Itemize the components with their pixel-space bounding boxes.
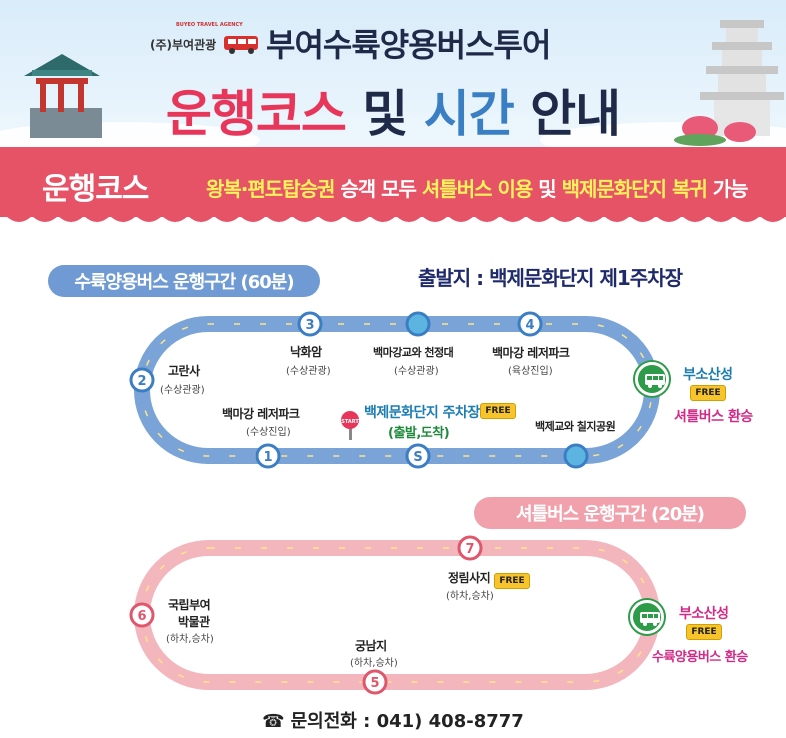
stop-marker-1: 1 [255, 443, 281, 469]
phone-icon: ☎ [262, 711, 285, 732]
company-name: (주)부여관광 [150, 37, 217, 52]
banner-text-part2: 승객 모두 [334, 177, 422, 201]
banner-text-part3: 셔틀버스 이용 [421, 177, 533, 201]
svg-text:3: 3 [305, 318, 314, 333]
stop-name-bridge: 백제교와 칠지공원 [535, 420, 616, 433]
bus-icon [635, 362, 669, 396]
busan-name-shuttle: 부소산성 [679, 606, 729, 622]
svg-text:2: 2 [137, 374, 146, 389]
stop-marker-6: 6 [129, 602, 155, 628]
main-title-part3: 시간 [423, 85, 515, 143]
free-badge: FREE [494, 573, 530, 589]
stop-sub-mid: (수상관광) [394, 366, 439, 377]
course-banner [0, 147, 786, 217]
svg-text:6: 6 [137, 609, 146, 624]
bus-icon [630, 600, 664, 634]
header-decoration [0, 20, 786, 150]
contact-label: 문의전화 : [290, 711, 371, 732]
header-title: 부여수륙양용버스투어 [266, 26, 551, 64]
stop-sub-2: (수상관광) [160, 385, 205, 396]
stop-marker-bridge [563, 443, 589, 469]
busan-transfer-shuttle: 수륙양용버스 환승 [652, 650, 748, 665]
main-title-part4: 안내 [530, 85, 621, 143]
stop-marker-start: S [405, 443, 431, 469]
contact-number[interactable]: 041) 408-8777 [376, 711, 524, 732]
banner-text-part5: 백제문화단지 복귀 [561, 177, 708, 201]
stop-name-1: 백마강 레저파크 [222, 407, 300, 421]
header: BUYEO TRAVEL AGENCY (주)부여관광 부여수륙양용버스투어 운… [0, 0, 786, 150]
contact-line: ☎문의전화 : 041) 408-8777 [0, 707, 786, 733]
stop-marker-mid [405, 311, 431, 337]
stop-marker-5: 5 [362, 669, 388, 695]
stop-name-mid: 백마강교와 천정대 [373, 346, 454, 359]
svg-text:5: 5 [370, 676, 379, 691]
start-sign-icon: START [341, 411, 359, 440]
lotus-icon [674, 116, 756, 146]
stop-sub-6: (하차,승차) [166, 634, 214, 645]
busan-name-amphibious: 부소산성 [683, 367, 733, 383]
free-badge: FREE [686, 624, 722, 640]
banner-text-part1: 왕복·편도탑승권 [206, 177, 335, 201]
stop-name-4: 백마강 레저파크 [492, 346, 570, 360]
bus-logo-icon [224, 36, 259, 54]
main-title: 운행코스 및 시간 안내 [0, 74, 786, 146]
company-tagline: BUYEO TRAVEL AGENCY [176, 22, 243, 28]
stop-sub-start: (출발,도착) [388, 426, 450, 441]
shuttle-route-pill: 셔틀버스 운행구간 (20분) [474, 497, 746, 529]
stop-sub-4: (육상진입) [508, 366, 553, 377]
departure-label: 출발지 : 백제문화단지 제1주차장 [418, 266, 683, 290]
amphibious-route-pill: 수륙양용버스 운행구간 (60분) [48, 265, 320, 297]
stop-name-5: 궁남지 [355, 639, 387, 653]
svg-text:4: 4 [525, 318, 534, 333]
stop-sub-1: (수상진입) [246, 427, 291, 438]
stop-name-6-line1: 국립부여 [168, 598, 211, 612]
busan-transfer-amphibious: 셔틀버스 환승 [674, 409, 753, 425]
stop-name-7: 정림사지 [448, 571, 491, 585]
free-badge: FREE [690, 385, 726, 401]
stop-sub-5: (하차,승차) [350, 658, 398, 669]
stop-marker-3: 3 [297, 311, 323, 337]
banner-text-part4: 및 [532, 177, 562, 201]
banner-scallop [0, 210, 786, 222]
main-title-part2: 및 [362, 85, 408, 143]
svg-text:START: START [341, 419, 359, 425]
stop-name-3: 낙화암 [290, 345, 322, 359]
free-badge: FREE [480, 403, 516, 419]
banner-text-part6: 가능 [706, 177, 749, 201]
stop-marker-7: 7 [457, 535, 483, 561]
banner-label: 운행코스 [42, 172, 149, 207]
stop-marker-2: 2 [129, 367, 155, 393]
pavilion-icon [24, 54, 102, 138]
svg-text:7: 7 [465, 542, 474, 557]
main-title-part1: 운행코스 [165, 85, 347, 143]
svg-text:S: S [413, 450, 422, 465]
banner-text: 왕복·편도탑승권 승객 모두 셔틀버스 이용 및 백제문화단지 복귀 가능 [206, 173, 749, 202]
stop-sub-7: (하차,승차) [446, 591, 494, 602]
stop-name-start: 백제문화단지 주차장 [364, 405, 480, 421]
stop-sub-3: (수상관광) [286, 366, 331, 377]
stop-name-2: 고란사 [168, 364, 200, 378]
company-brand: (주)부여관광 [150, 32, 262, 56]
svg-text:1: 1 [263, 450, 272, 465]
stop-marker-4: 4 [517, 311, 543, 337]
stop-name-6-line2: 박물관 [178, 615, 210, 629]
